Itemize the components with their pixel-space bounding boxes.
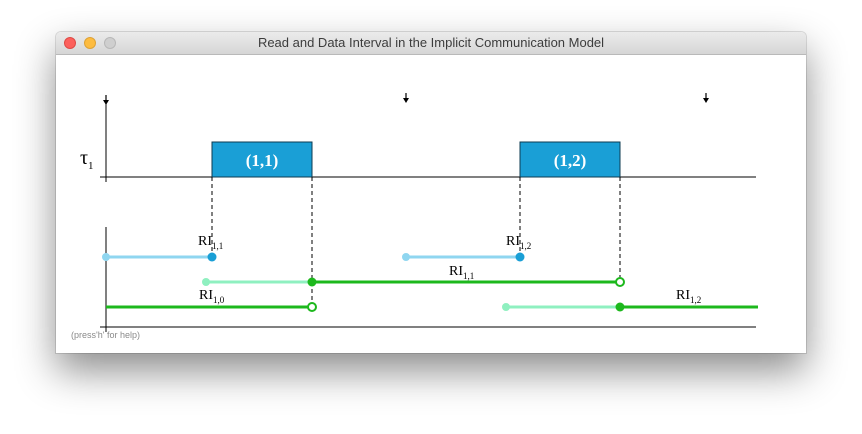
window-title: Read and Data Interval in the Implicit C…: [257, 35, 605, 50]
interval-label-data-0: RI1,0: [199, 288, 225, 305]
title-bar: Read and Data Interval in the Implicit C…: [56, 32, 806, 55]
release-arrow-2: [403, 93, 409, 103]
interval-label-data-2: RI1,2: [676, 288, 701, 305]
interval-label-data-1: RI1,1: [449, 264, 474, 281]
data-interval-2: [502, 302, 758, 312]
job-label-1: (1,1): [246, 151, 279, 170]
data-interval-1: [202, 277, 625, 287]
release-arrow-3: [703, 93, 709, 103]
release-arrow-1: [103, 95, 109, 105]
job-box-1: [211, 141, 313, 178]
timeline-diagram: τ1 (1,1) (1,2): [80, 93, 758, 332]
task-label: τ1: [80, 147, 94, 172]
job-label-2: (1,2): [554, 151, 587, 170]
read-interval-1: [102, 252, 217, 262]
help-hint: (press'h' for help): [71, 330, 140, 340]
data-interval-0: [106, 302, 317, 312]
app-window: Read and Data Interval in the Implicit C…: [56, 32, 806, 353]
interval-label-read-1: RI1,1: [198, 234, 223, 251]
interval-label-read-2: RI1,2: [506, 234, 531, 251]
close-button[interactable]: [64, 37, 76, 49]
maximize-button[interactable]: [104, 37, 116, 49]
read-interval-2: [402, 252, 525, 262]
job-box-2: [519, 141, 621, 178]
minimize-button[interactable]: [84, 37, 96, 49]
